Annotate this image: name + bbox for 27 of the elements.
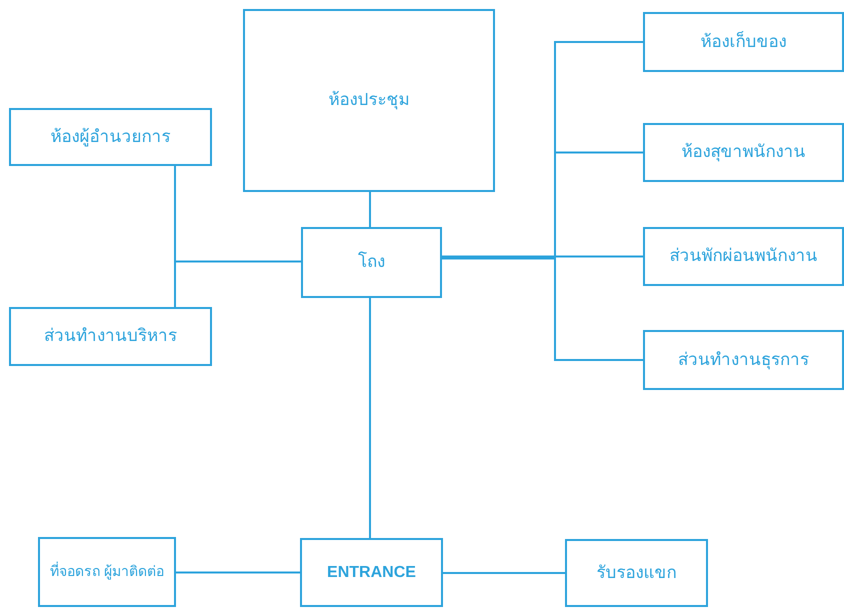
room-box	[9, 307, 212, 366]
room-label: โถง	[357, 251, 386, 274]
room-label: ที่จอดรถ ผู้มาติดต่อ	[48, 562, 166, 582]
room-box	[38, 537, 176, 607]
room-box	[643, 12, 844, 72]
connector-line	[369, 298, 371, 538]
room-label: รับรองแขก	[596, 562, 678, 584]
room-box	[643, 330, 844, 390]
room-label: ห้องประชุม	[328, 89, 410, 112]
connector-line	[369, 192, 371, 227]
lobby-box	[301, 227, 442, 298]
room-label: ENTRANCE	[326, 562, 417, 583]
room-label: ห้องเก็บของ	[700, 30, 788, 54]
connector-line	[176, 572, 300, 574]
room-label: ส่วนทำงานธุรการ	[677, 348, 810, 372]
room-box	[643, 123, 844, 182]
room-label: ห้องผู้อำนวยการ	[50, 126, 172, 148]
room-box	[643, 227, 844, 286]
entrance-box	[300, 538, 443, 607]
room-label: ส่วนพักผ่อนพนักงาน	[668, 245, 818, 268]
connector-line	[443, 572, 565, 574]
room-box	[9, 108, 212, 166]
room-box	[565, 539, 708, 607]
room-label: ห้องสุขาพนักงาน	[680, 141, 806, 164]
room-label: ส่วนทำงานบริหาร	[43, 325, 178, 348]
connector-line	[442, 256, 643, 258]
meeting-room-box	[243, 9, 495, 192]
